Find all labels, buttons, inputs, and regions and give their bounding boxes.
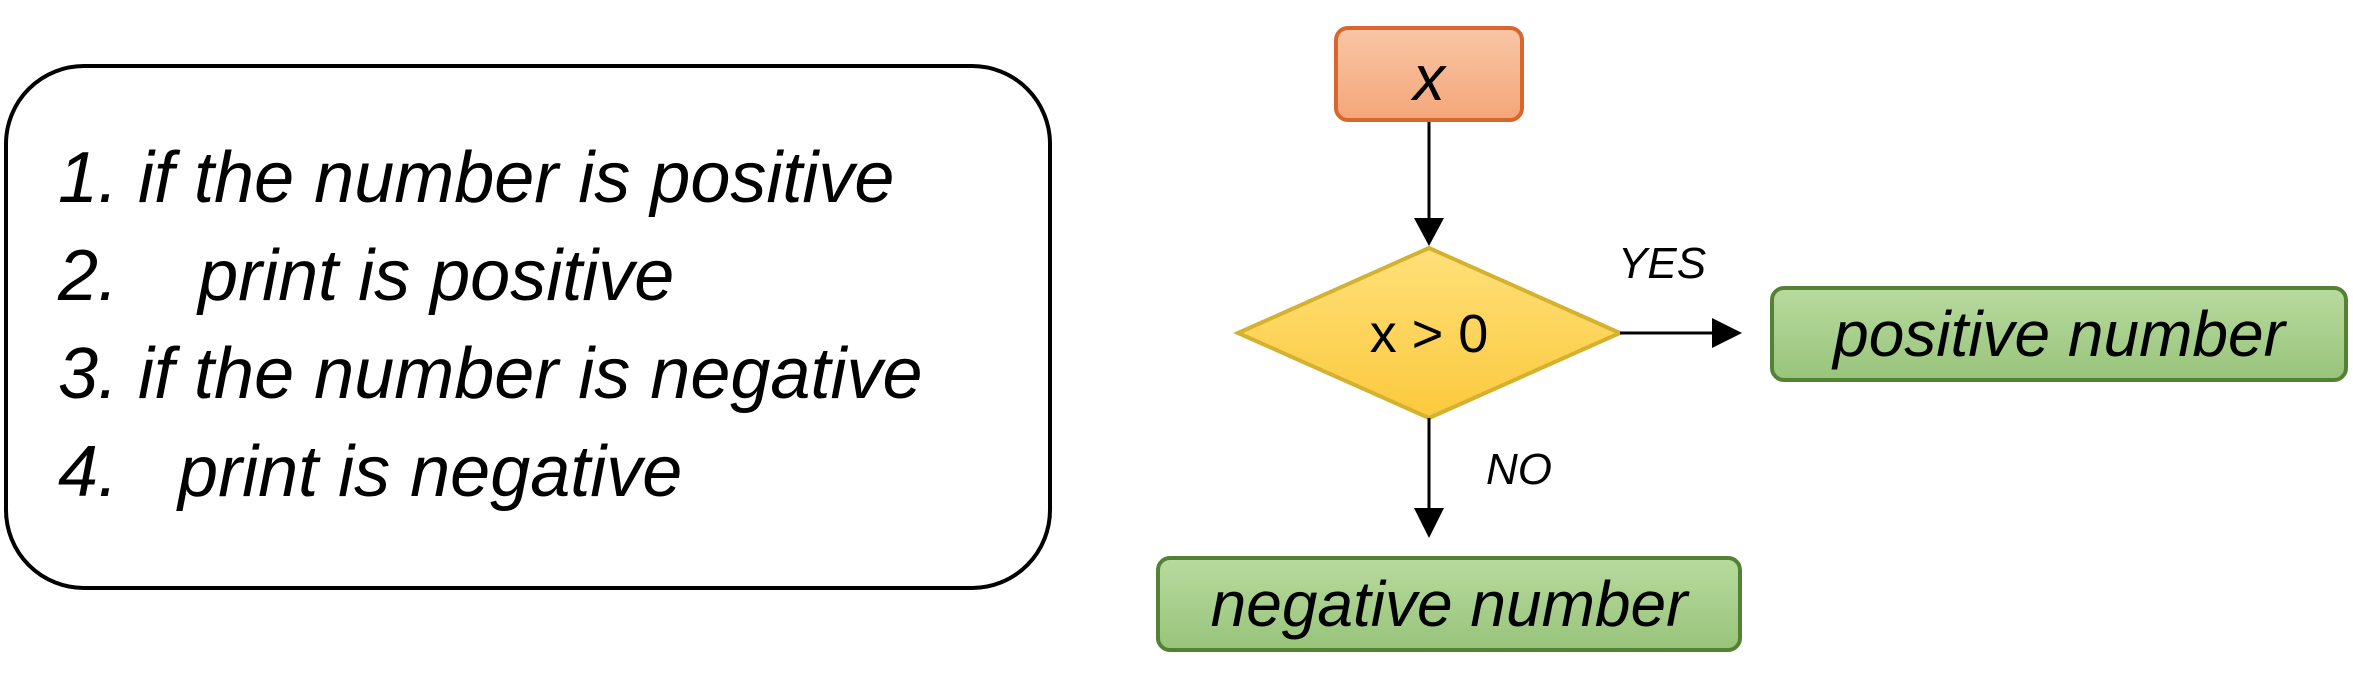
arrowhead-no bbox=[1414, 508, 1444, 538]
decision-node-label: x > 0 bbox=[1370, 304, 1489, 364]
arrowhead-yes bbox=[1712, 318, 1742, 348]
input-node bbox=[1334, 26, 1524, 122]
pseudocode-line-1: 1. if the number is positive bbox=[58, 138, 895, 218]
pseudocode-box bbox=[4, 64, 1052, 590]
arrowhead-input-to-condition bbox=[1414, 218, 1444, 246]
negative-result-node bbox=[1156, 556, 1742, 652]
negative-result-label: negative number bbox=[1211, 568, 1690, 640]
positive-result-node bbox=[1770, 286, 2348, 382]
yes-label: YES bbox=[1618, 239, 1706, 288]
pseudocode-line-3: 3. if the number is negative bbox=[58, 334, 923, 414]
input-node-label: x bbox=[1410, 42, 1447, 114]
no-label: NO bbox=[1486, 445, 1552, 494]
pseudocode-line-2: 2. print is positive bbox=[58, 236, 675, 316]
positive-result-label: positive number bbox=[1831, 298, 2287, 370]
pseudocode-line-4: 4. print is negative bbox=[58, 432, 683, 512]
